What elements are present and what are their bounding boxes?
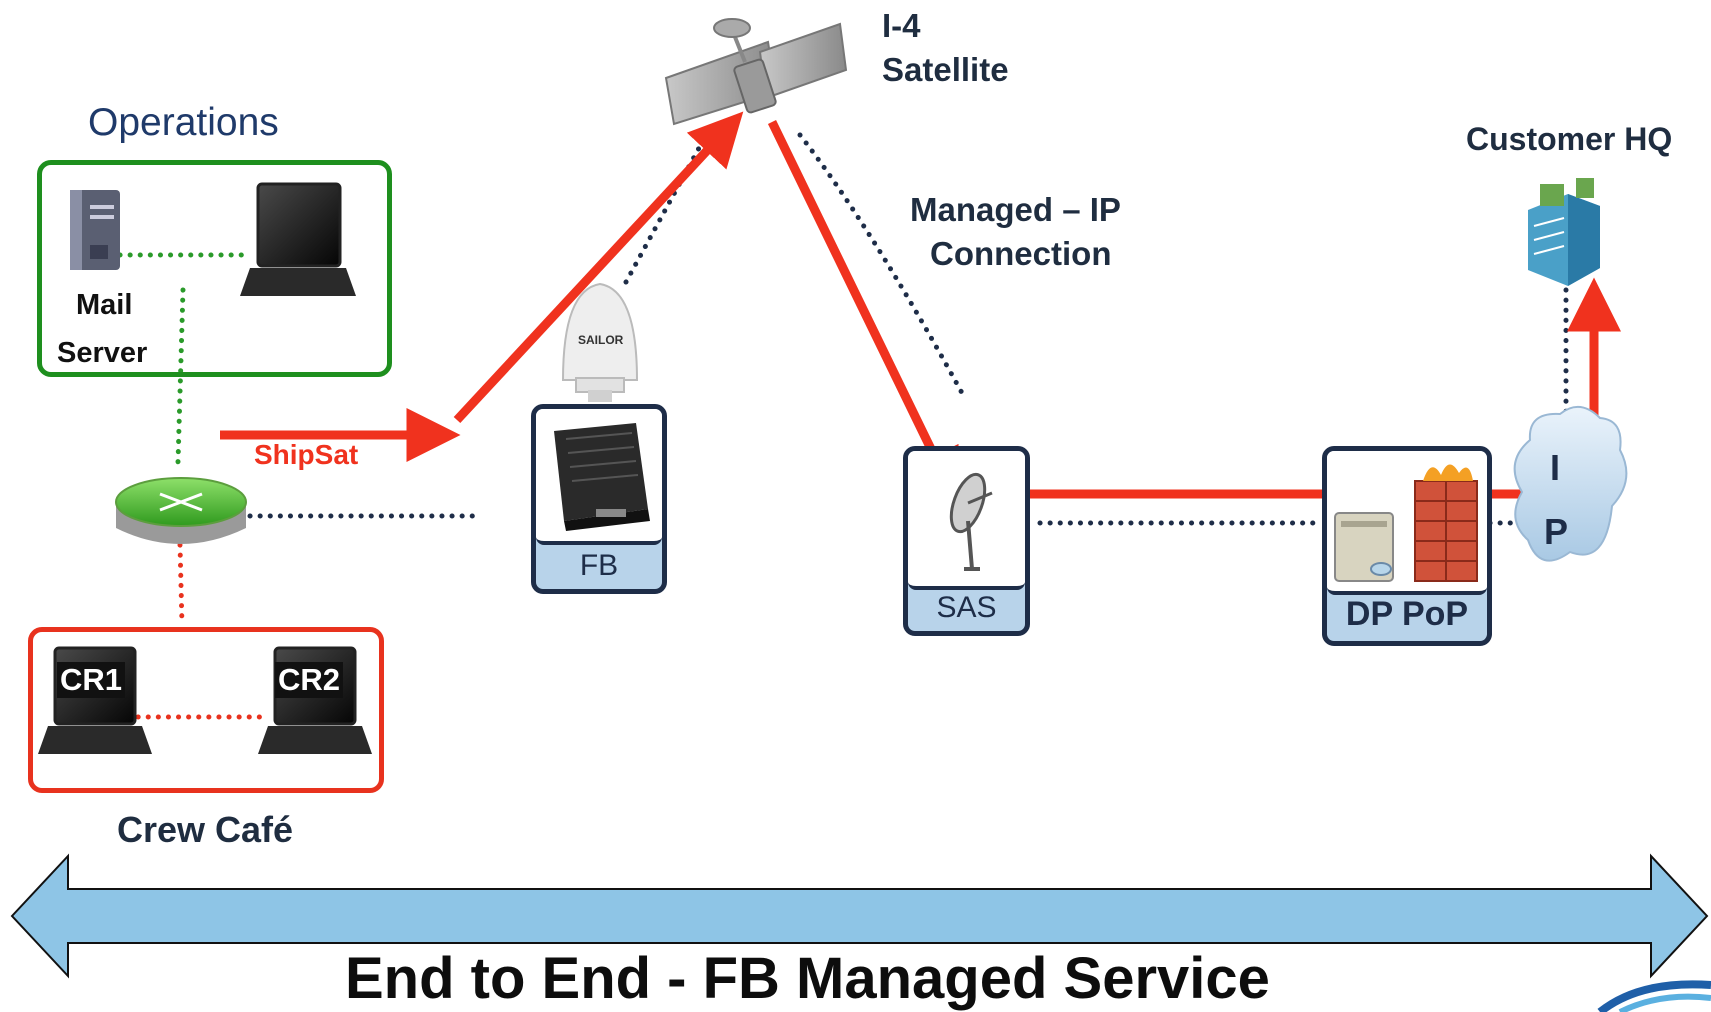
ip-cloud-label-line2: P <box>1544 511 1569 552</box>
ip-cloud-icon <box>1513 406 1628 562</box>
fb-terminal-box: FB <box>531 404 667 594</box>
crew-cafe-group <box>28 627 384 793</box>
banner-title: End to End - FB Managed Service <box>345 946 1270 1011</box>
mail-server-label-line1: Mail <box>76 289 133 321</box>
ip-cloud-label-line1: I <box>1550 447 1561 488</box>
dp-pop-screen <box>1327 451 1487 595</box>
sas-box: SAS <box>903 446 1030 636</box>
operations-laptop-icon <box>240 182 356 296</box>
mail-server-label-line2: Server <box>57 337 148 369</box>
operations-label: Operations <box>88 101 279 144</box>
operations-group <box>37 160 392 377</box>
route-up-to-satellite <box>453 111 744 424</box>
satellite-icon <box>664 18 848 126</box>
customer-hq-label: Customer HQ <box>1466 121 1673 157</box>
satellite-to-ground-link <box>797 132 965 396</box>
managed-ip-label-line1: Managed – IP <box>910 191 1121 228</box>
dp-pop-box: DP PoP <box>1322 446 1492 646</box>
router-icon <box>115 477 247 544</box>
operations-to-router-link <box>175 287 186 465</box>
fb-antenna-icon <box>561 282 639 402</box>
crew-cafe-label: Crew Café <box>117 809 294 850</box>
managed-ip-label-line2: Connection <box>930 235 1112 272</box>
dp-pop-icon <box>1334 464 1478 582</box>
sas-dish-icon <box>949 472 993 571</box>
route-down-to-sas <box>767 120 959 505</box>
antenna-brand-text: SAILOR <box>578 333 624 347</box>
cr1-label: CR1 <box>57 662 126 698</box>
customer-hq-building-icon <box>1528 178 1600 286</box>
satellite-label-line1: I-4 <box>882 7 921 44</box>
end-to-end-arrow <box>10 853 1709 979</box>
sas-label: SAS <box>936 591 997 624</box>
shipsat-label: ShipSat <box>254 439 359 470</box>
mail-server-icon <box>70 190 120 270</box>
cr2-label: CR2 <box>275 662 344 698</box>
satellite-label-line2: Satellite <box>882 51 1009 88</box>
sas-screen <box>908 451 1025 590</box>
fb-terminal-screen <box>536 409 662 545</box>
dp-pop-label: DP PoP <box>1345 595 1469 633</box>
fb-terminal-icon <box>554 423 650 531</box>
company-logo-fragment <box>1597 980 1711 1012</box>
fb-to-satellite-link <box>623 134 708 285</box>
router-to-crew-link <box>177 542 185 628</box>
fb-label: FB <box>579 549 619 582</box>
